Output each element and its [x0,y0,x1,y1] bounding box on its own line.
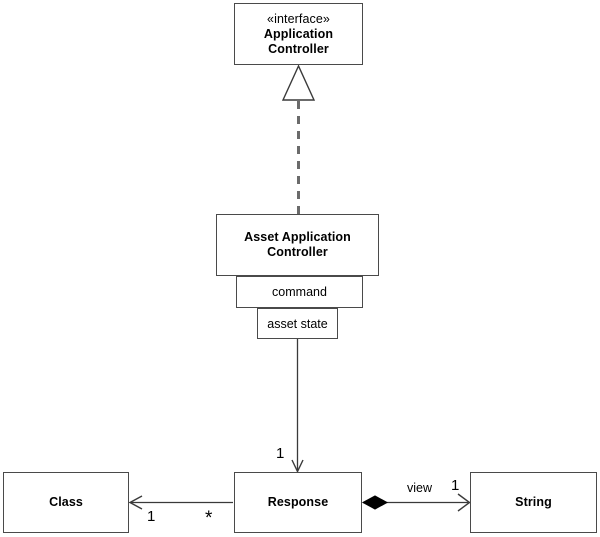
attribute-label: command [272,285,327,299]
attribute-box-command[interactable]: command [236,276,363,308]
class-name-line-1: Asset Application [244,230,351,244]
asset-state-to-response-connector [291,339,304,474]
filled-diamond-icon [361,495,389,510]
class-name-line-1: Class [49,495,83,509]
class-name-line-1: Application [263,26,334,41]
open-arrow-icon [457,493,471,512]
open-arrow-icon [291,459,304,474]
response-composes-string-connector [361,493,471,512]
class-name-line-2: Controller [267,245,328,259]
class-box-asset-application-controller[interactable]: Asset Application Controller [216,214,379,276]
multiplicity-label-response-many: * [205,508,213,529]
attribute-box-asset-state[interactable]: asset state [257,308,338,339]
class-box-response[interactable]: Response [234,472,362,533]
hollow-triangle-icon [281,64,316,101]
attribute-label: asset state [267,316,328,331]
class-box-application-controller[interactable]: «interface» Application Controller [234,3,363,65]
multiplicity-label-class-one: 1 [147,508,156,525]
class-box-class[interactable]: Class [3,472,129,533]
open-arrow-icon [128,495,143,510]
stereotype-label: «interface» [267,11,330,26]
class-box-string[interactable]: String [470,472,597,533]
realization-connector [281,64,316,214]
class-name-line-1: Response [267,495,329,509]
response-to-class-connector [128,495,233,510]
role-label-view: view [407,481,433,495]
multiplicity-label-string-one: 1 [451,477,460,494]
class-name-line-1: String [515,495,552,509]
class-name-line-2: Controller [268,41,329,56]
multiplicity-label-response-one: 1 [276,445,285,462]
